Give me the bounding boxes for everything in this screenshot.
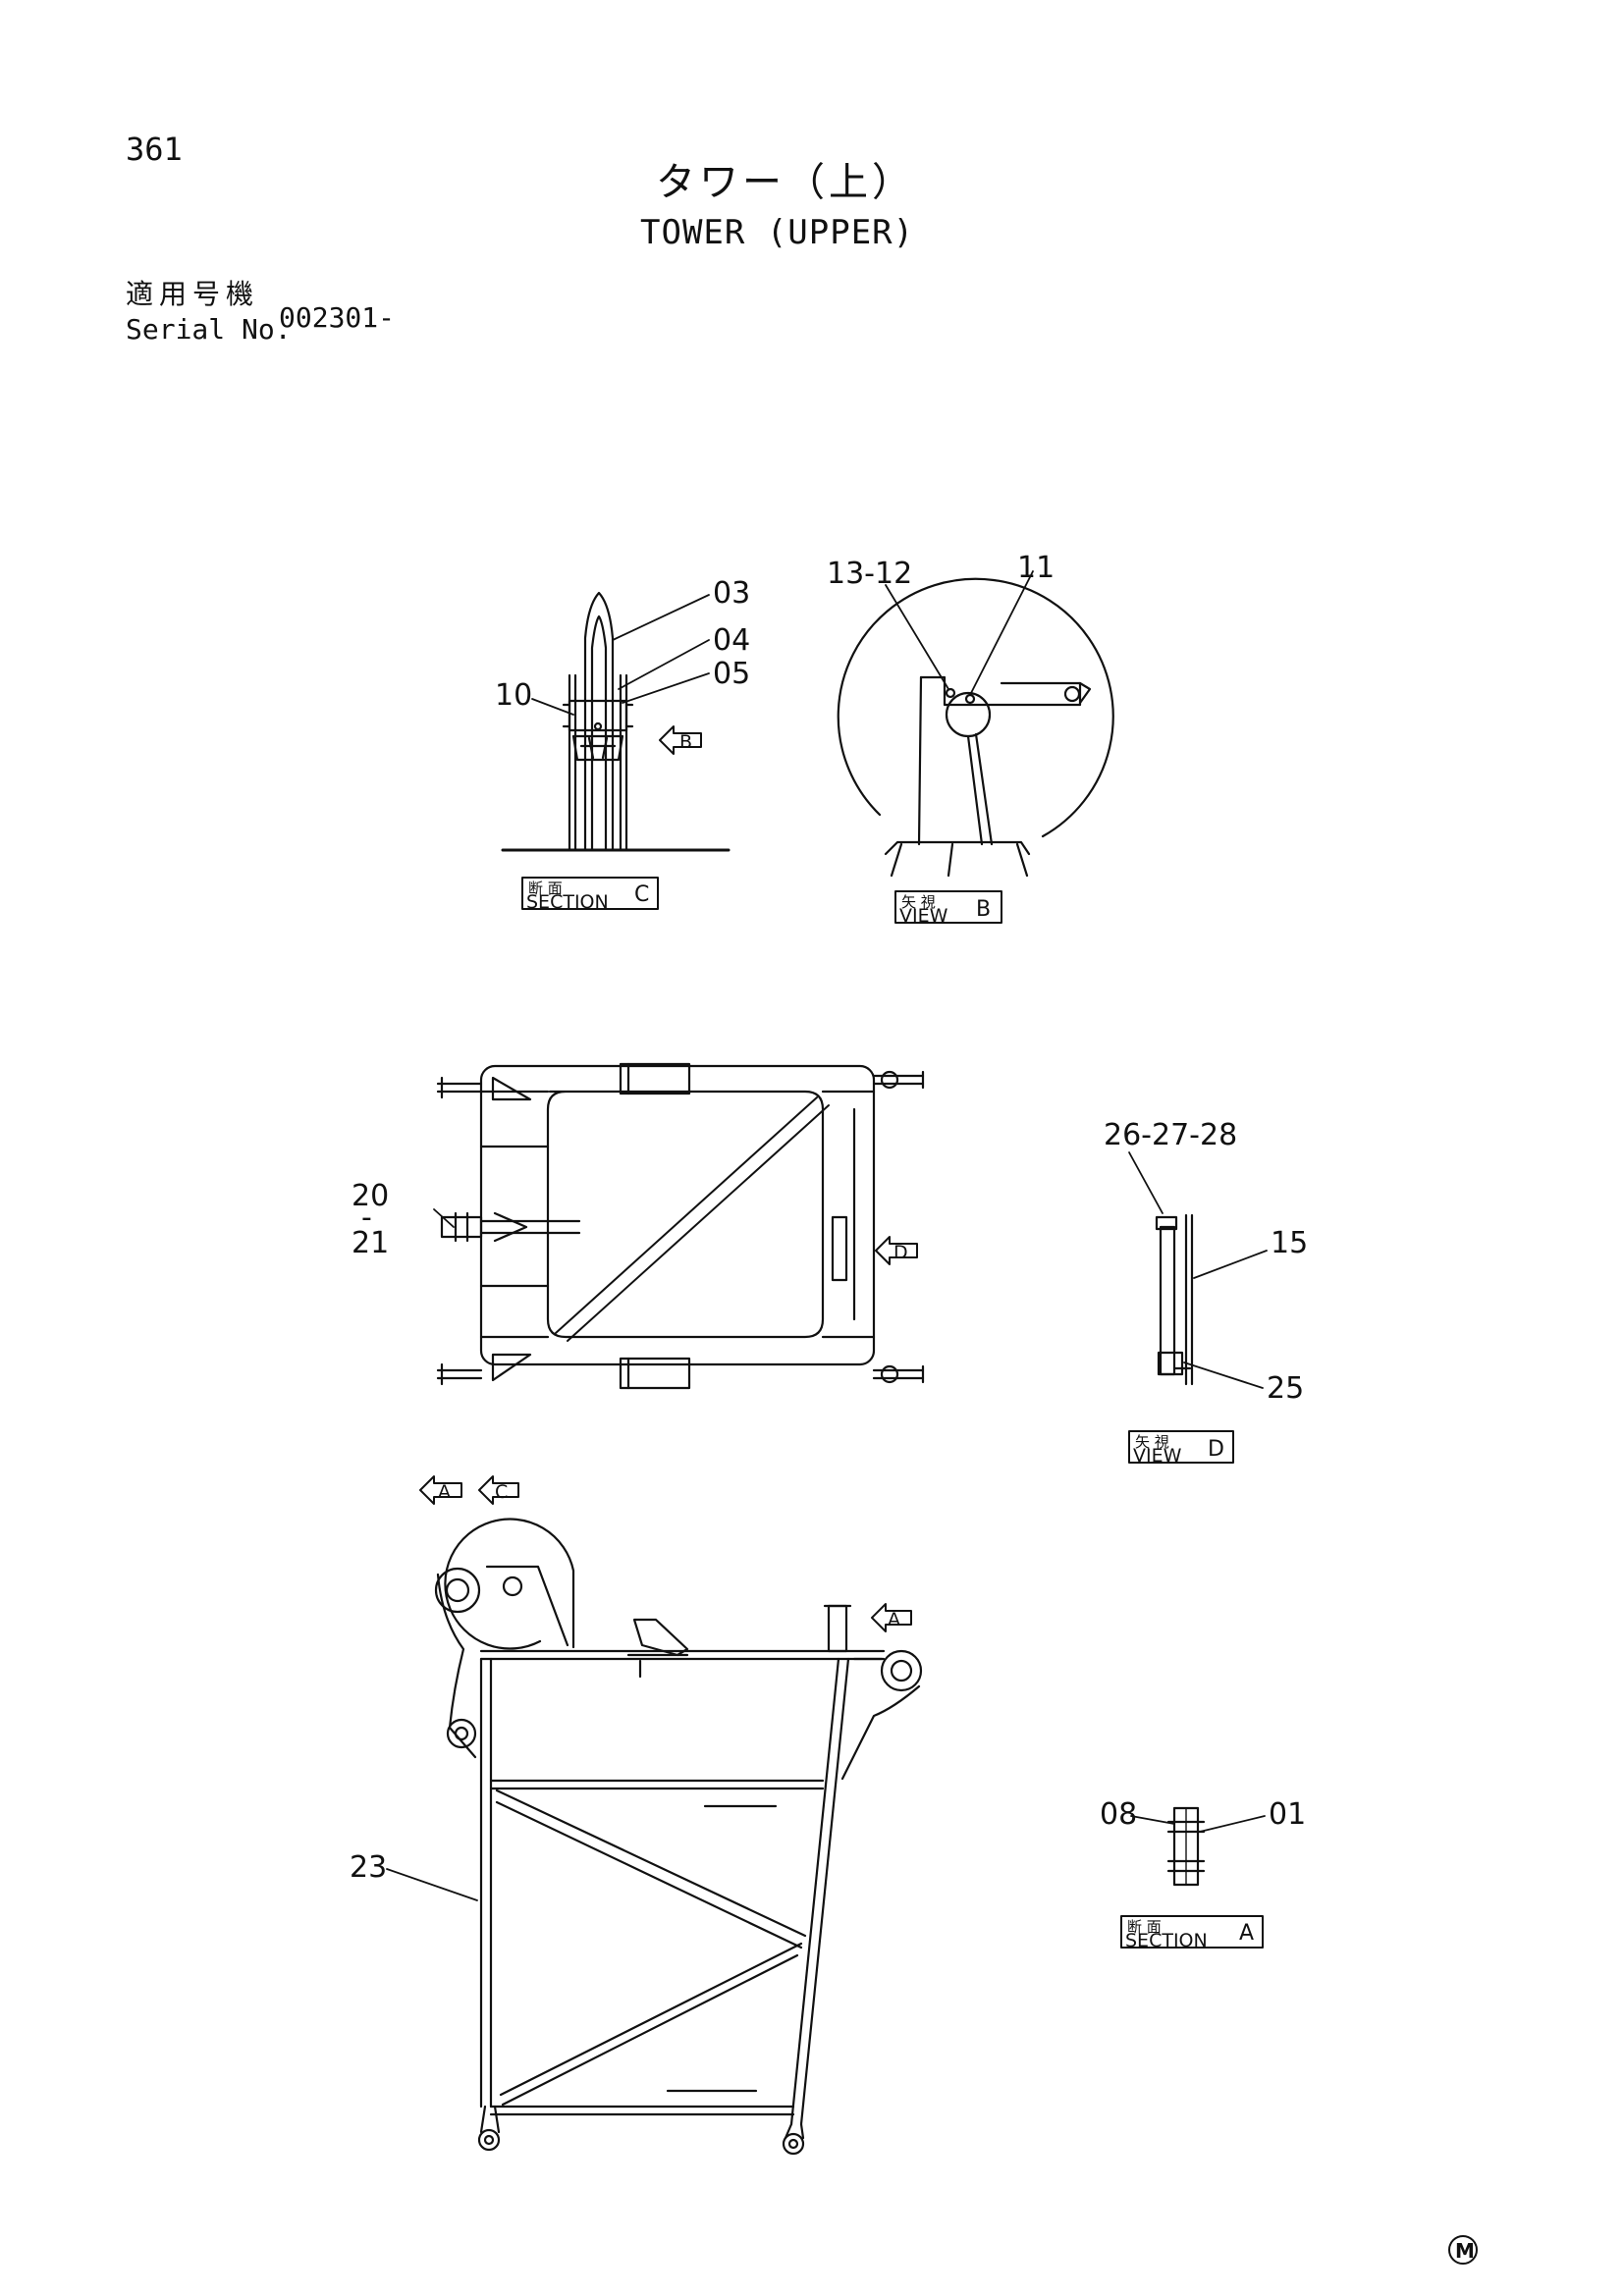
callout-15: 15 (1271, 1226, 1308, 1260)
serial-number-value: 002301- (279, 301, 396, 334)
view-d-drawing (1155, 1213, 1194, 1386)
view-arrow-c-top: C (478, 1475, 519, 1505)
tower-plan-view (436, 1062, 925, 1390)
callout-25: 25 (1267, 1371, 1304, 1406)
view-arrow-a-top: A (419, 1475, 462, 1505)
callout-labels: 03 04 05 10 13-12 11 26-27-28 15 25 20 -… (350, 551, 1308, 1885)
view-b-label: 矢 視 VIEW B (894, 890, 1002, 927)
section-a-label: 断 面 SECTION A (1120, 1915, 1264, 1951)
view-b-label-letter: B (976, 897, 991, 922)
view-arrow-a-right: A (871, 1603, 912, 1632)
serial-label: Serial No. (126, 313, 292, 346)
section-a-label-letter: A (1239, 1921, 1254, 1946)
callout-leaders (386, 570, 1268, 1901)
callout-10: 10 (495, 678, 532, 713)
section-c-label-letter: C (634, 882, 649, 907)
view-arrow-a-right-letter: A (888, 1609, 900, 1630)
callout-05: 05 (713, 657, 750, 691)
section-a-label-en: SECTION (1125, 1930, 1208, 1951)
view-d-label-jp: 矢 視 (1135, 1433, 1169, 1451)
callout-01: 01 (1269, 1797, 1306, 1832)
tower-side-view (434, 1518, 923, 2156)
view-arrow-c-top-letter: C (495, 1481, 508, 1503)
callout-13-12: 13-12 (827, 557, 912, 591)
serial-label-japanese: 適用号機 (126, 278, 260, 310)
section-a-label-jp: 断 面 (1127, 1918, 1162, 1936)
callout-03: 03 (713, 576, 750, 611)
view-b-label-jp: 矢 視 (901, 893, 936, 911)
view-arrow-d-letter: D (893, 1242, 908, 1263)
callout-21: 21 (352, 1226, 389, 1260)
callout-08: 08 (1100, 1797, 1137, 1832)
circled-m-mark: M (1448, 2235, 1478, 2265)
section-c-label-jp: 断 面 (528, 880, 563, 897)
page-number: 361 (126, 131, 183, 168)
section-c-label: 断 面 SECTION C (521, 877, 659, 913)
view-b-drawing (837, 577, 1114, 878)
view-arrow-a-top-letter: A (438, 1481, 451, 1503)
view-arrow-d: D (875, 1236, 918, 1265)
circled-m-letter: M (1455, 2239, 1475, 2263)
view-d-label-en: VIEW (1133, 1445, 1182, 1467)
view-b-label-en: VIEW (899, 905, 948, 927)
callout-23: 23 (350, 1850, 387, 1885)
callout-20-21-separator: - (361, 1201, 372, 1235)
view-arrow-b: B (659, 725, 702, 755)
section-a-drawing (1166, 1806, 1206, 1887)
section-c-label-en: SECTION (526, 891, 609, 913)
callout-04: 04 (713, 623, 750, 658)
view-d-label-letter: D (1208, 1437, 1224, 1462)
view-d-label: 矢 視 VIEW D (1128, 1430, 1234, 1467)
callout-26-27-28: 26-27-28 (1104, 1118, 1237, 1152)
section-c-drawing (501, 591, 731, 852)
callout-11: 11 (1017, 551, 1055, 585)
view-arrow-b-letter: B (679, 731, 692, 753)
page-title: TOWER (UPPER) (640, 213, 915, 252)
page-title-japanese: タワー（上） (656, 160, 915, 205)
callout-20: 20 (352, 1179, 389, 1213)
